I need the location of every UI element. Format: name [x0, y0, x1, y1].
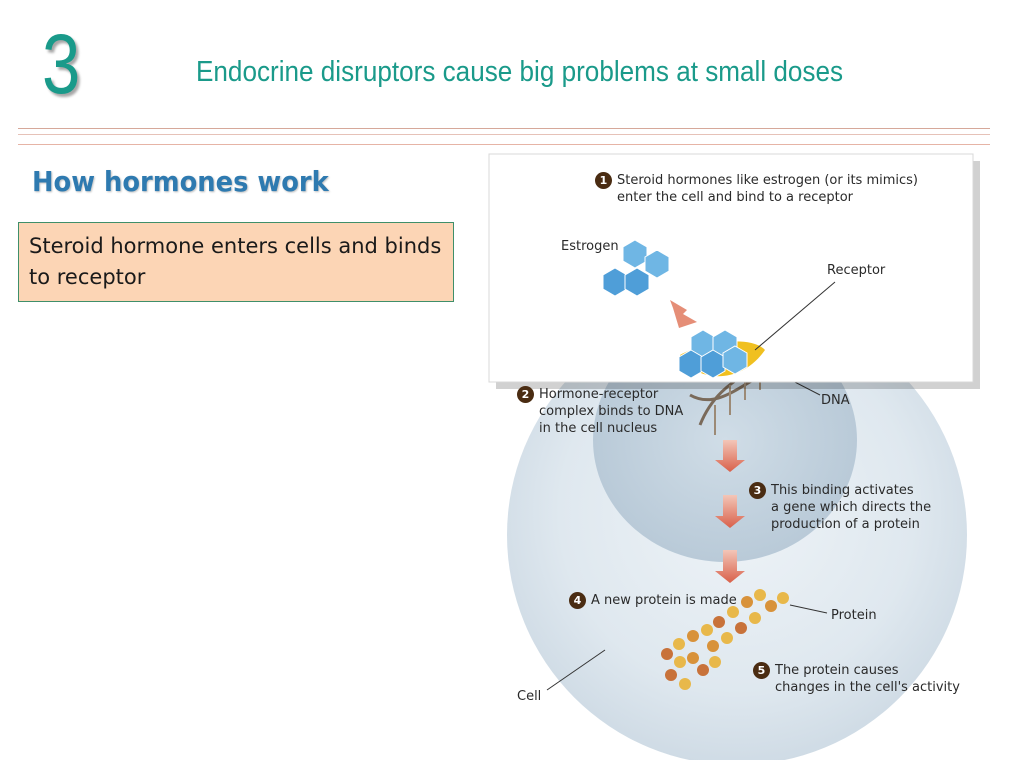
estrogen-molecule	[602, 239, 670, 297]
estrogen-label: Estrogen	[561, 239, 619, 254]
step-3-text: This binding activates	[771, 483, 914, 498]
protein-chain	[661, 589, 789, 690]
diagram-illustration	[488, 153, 980, 760]
step-1-text: enter the cell and bind to a receptor	[617, 190, 853, 205]
step-2: 2 Hormone-receptor complex binds to DNA i…	[517, 386, 683, 437]
step-4: 4 A new protein is made	[569, 592, 737, 609]
receptor-label: Receptor	[827, 263, 886, 278]
process-arrows	[715, 440, 745, 583]
step-1: 1 Steroid hormones like estrogen (or its …	[595, 172, 918, 206]
dna-label: DNA	[821, 393, 850, 408]
slide-number: 3	[42, 17, 81, 111]
step-5-text: The protein causes	[775, 663, 899, 678]
entry-arrow	[670, 300, 697, 328]
step-5: 5 The protein causes changes in the cell'…	[753, 662, 960, 696]
title-divider	[18, 144, 990, 145]
step-1-badge: 1	[595, 172, 612, 189]
receptor-leader	[754, 281, 836, 351]
title-divider	[18, 134, 990, 135]
receptor-complex	[678, 329, 765, 379]
step-3-text: production of a protein	[771, 517, 920, 532]
step-2-text: in the cell nucleus	[539, 421, 658, 436]
slide-title: Endocrine disruptors cause big problems …	[196, 56, 844, 88]
protein-label: Protein	[831, 608, 877, 623]
step-2-text: complex binds to DNA	[539, 404, 684, 419]
callout-box: Steroid hormone enters cells and binds t…	[18, 222, 454, 302]
cell-label: Cell	[517, 689, 542, 704]
step-3-text: a gene which directs the	[771, 500, 932, 515]
hormone-diagram: 1 Steroid hormones like estrogen (or its …	[475, 150, 995, 760]
step-1-text: Steroid hormones like estrogen (or its m…	[617, 173, 919, 188]
step-3-badge: 3	[749, 482, 766, 499]
section-heading: How hormones work	[32, 165, 329, 198]
step-5-text: changes in the cell's activity	[775, 680, 960, 695]
title-divider	[18, 128, 990, 129]
step-4-badge: 4	[569, 592, 586, 609]
step-4-text: A new protein is made	[591, 593, 737, 608]
step-2-badge: 2	[517, 386, 534, 403]
step-2-text: Hormone-receptor	[539, 387, 659, 402]
step-3: 3 This binding activates a gene which dir…	[749, 482, 931, 533]
step-5-badge: 5	[753, 662, 770, 679]
